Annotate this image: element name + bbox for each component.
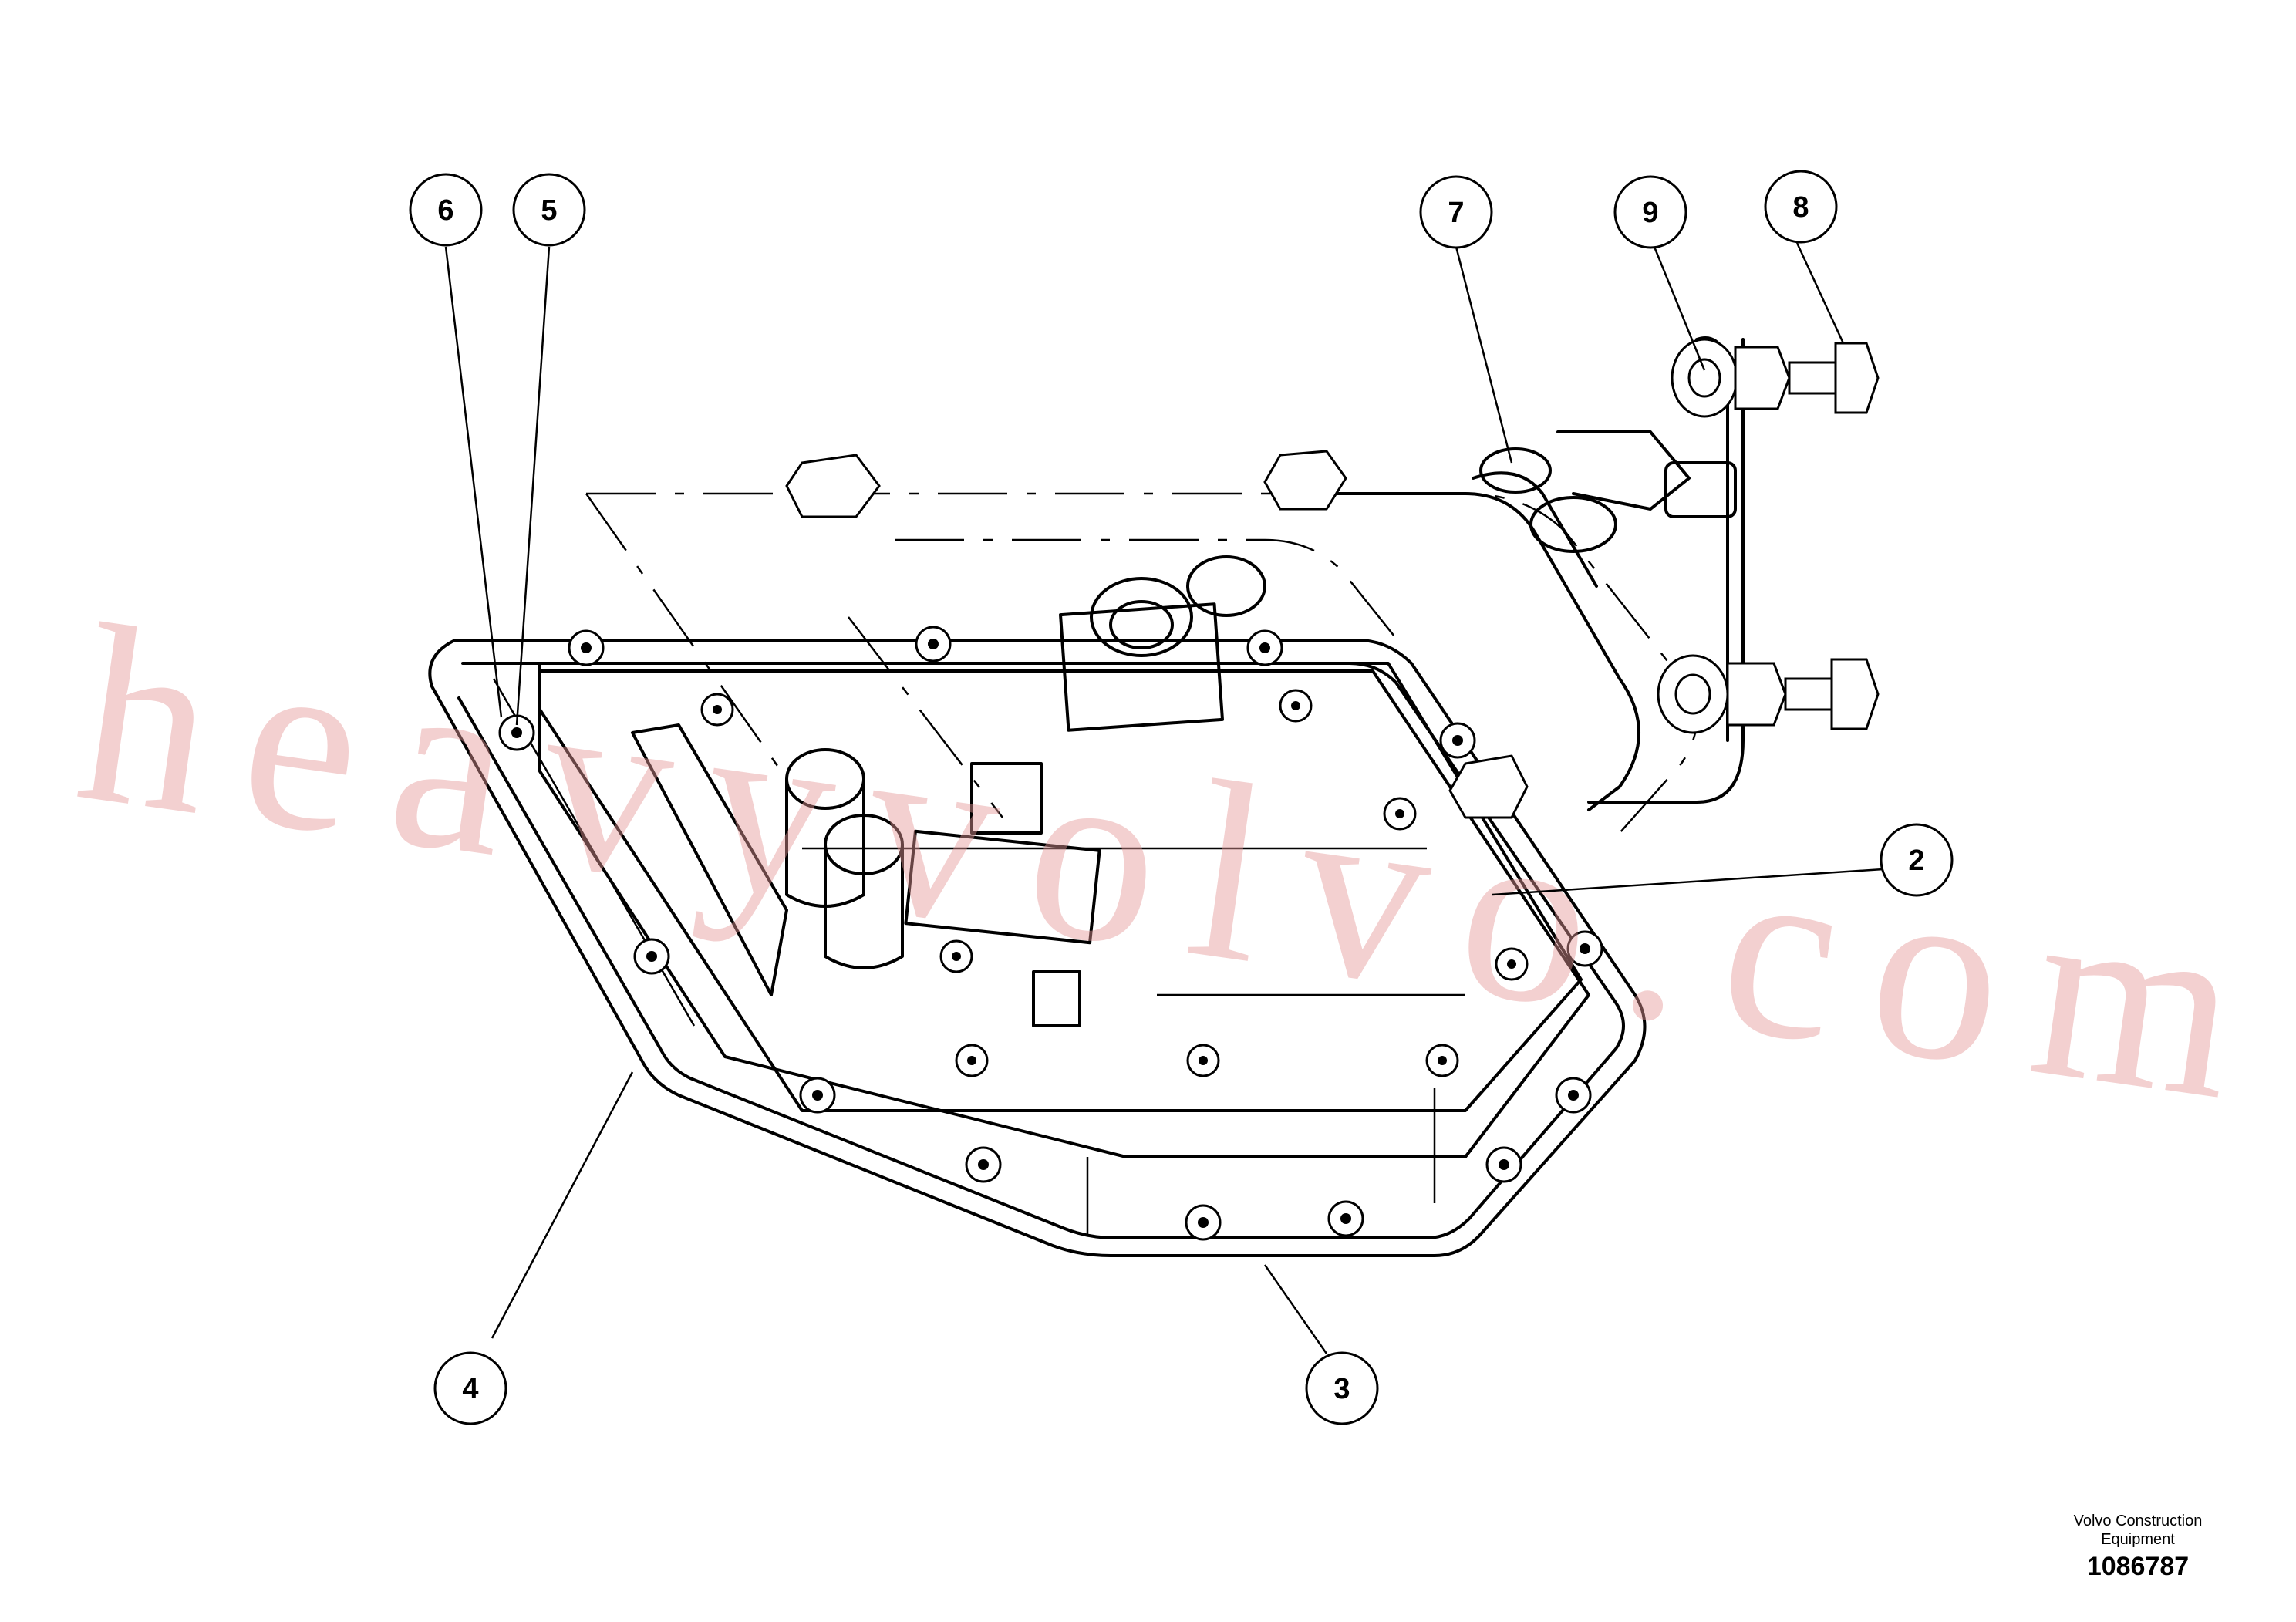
callout-6: 6 <box>409 173 483 247</box>
drawing-caption: Volvo Construction Equipment 1086787 <box>2049 1512 2227 1582</box>
svg-text:7: 7 <box>1448 197 1464 229</box>
watermark-text: heavyvolvo.com <box>65 572 2290 1158</box>
svg-text:3: 3 <box>1333 1373 1350 1405</box>
callout-7: 7 <box>1419 175 1493 249</box>
valve-assembly <box>1325 336 1880 819</box>
svg-text:6: 6 <box>437 194 453 227</box>
callout-leaders <box>444 242 1907 1354</box>
callout-9: 9 <box>1613 175 1687 249</box>
company-name: Volvo Construction Equipment <box>2073 1512 2203 1548</box>
circuit-board <box>538 662 1583 1112</box>
drawing-number: 1086787 <box>2086 1552 2190 1581</box>
svg-text:8: 8 <box>1792 191 1809 224</box>
svg-text:5: 5 <box>541 194 557 227</box>
callout-4: 4 <box>433 1351 507 1425</box>
housing-frame <box>428 639 1647 1257</box>
callout-5: 5 <box>512 173 586 247</box>
callout-2: 2 <box>1880 823 1954 897</box>
callout-8: 8 <box>1764 170 1838 244</box>
callout-3: 3 <box>1305 1351 1379 1425</box>
svg-text:4: 4 <box>462 1373 478 1405</box>
svg-text:2: 2 <box>1908 845 1924 877</box>
round-connector <box>1059 555 1266 732</box>
frame-bolts <box>498 626 1603 1241</box>
svg-text:9: 9 <box>1642 197 1658 229</box>
back-plate-nuts <box>785 450 1347 518</box>
